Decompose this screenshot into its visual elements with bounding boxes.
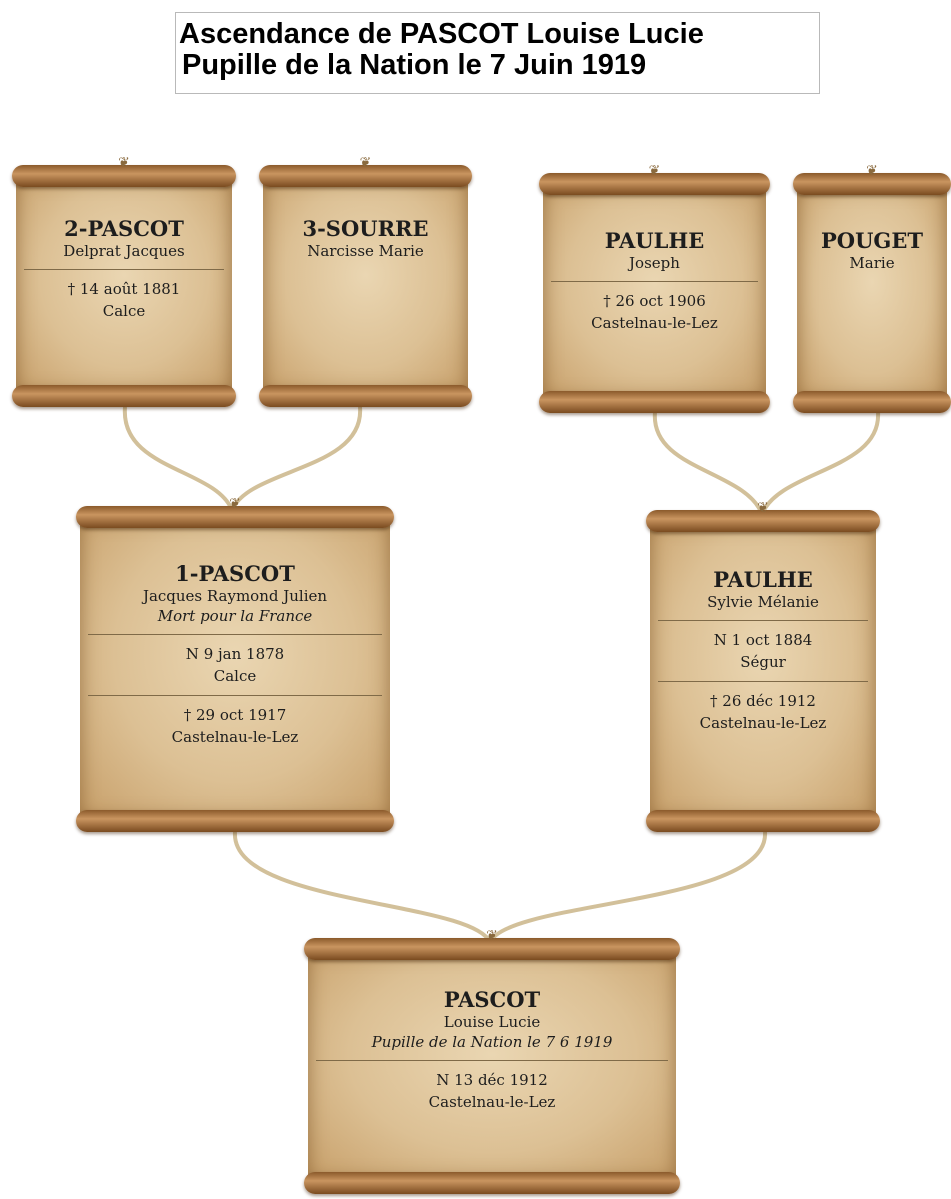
person-card-pascot-jacques: ❦ 1-PASCOT Jacques Raymond Julien Mort p… (80, 506, 390, 832)
person-card-sourre: ❦ 3-SOURRE Narcisse Marie (263, 165, 468, 407)
ornament-icon: ❦ (648, 164, 662, 178)
divider (316, 1060, 668, 1061)
death-date: † 29 oct 1917 (80, 704, 390, 726)
death-date: † 26 déc 1912 (650, 690, 876, 712)
death-place: Calce (16, 300, 232, 322)
ornament-icon: ❦ (117, 156, 131, 170)
ornament-icon: ❦ (228, 497, 242, 511)
connector-p3-to-p1 (232, 407, 360, 510)
birth-place: Ségur (650, 651, 876, 673)
death-date: † 14 août 1881 (16, 278, 232, 300)
surname: PAULHE (650, 568, 876, 592)
birth-date: N 1 oct 1884 (650, 629, 876, 651)
person-card-root-pascot-louise: ❦ PASCOT Louise Lucie Pupille de la Nati… (308, 938, 676, 1194)
surname: 2-PASCOT (16, 217, 232, 241)
ornament-icon: ❦ (359, 156, 373, 170)
surname: PAULHE (543, 229, 766, 253)
pupille-note: Pupille de la Nation le 7 6 1919 (308, 1032, 676, 1052)
given-names: Louise Lucie (308, 1012, 676, 1032)
connector-p2-to-p1 (125, 407, 232, 510)
connector-pouget-to-sylvie (762, 412, 878, 514)
connector-p1-to-root (235, 832, 490, 942)
given-names: Joseph (543, 253, 766, 273)
surname: 3-SOURRE (263, 217, 468, 241)
mort-pour-la-france-note: Mort pour la France (80, 606, 390, 626)
surname: PASCOT (308, 988, 676, 1012)
birth-date: N 13 déc 1912 (308, 1069, 676, 1091)
given-names: Marie (797, 253, 947, 273)
divider (88, 634, 382, 635)
death-place: Castelnau-le-Lez (543, 312, 766, 334)
ornament-icon: ❦ (865, 164, 879, 178)
person-card-paulhe-joseph: ❦ PAULHE Joseph † 26 oct 1906 Castelnau-… (543, 173, 766, 413)
person-card-paulhe-sylvie: ❦ PAULHE Sylvie Mélanie N 1 oct 1884 Ség… (650, 510, 876, 832)
connector-joseph-to-sylvie (655, 412, 762, 514)
divider (658, 681, 868, 682)
birth-date: N 9 jan 1878 (80, 643, 390, 665)
given-names: Sylvie Mélanie (650, 592, 876, 612)
connector-sylvie-to-root (490, 832, 765, 942)
given-names: Delprat Jacques (16, 241, 232, 261)
birth-place: Calce (80, 665, 390, 687)
person-card-pouget: ❦ POUGET Marie (797, 173, 947, 413)
ornament-icon: ❦ (756, 501, 770, 515)
divider (88, 695, 382, 696)
given-names: Jacques Raymond Julien (80, 586, 390, 606)
birth-place: Castelnau-le-Lez (308, 1091, 676, 1113)
given-names: Narcisse Marie (263, 241, 468, 261)
death-date: † 26 oct 1906 (543, 290, 766, 312)
divider (24, 269, 224, 270)
divider (658, 620, 868, 621)
divider (551, 281, 758, 282)
surname: POUGET (797, 229, 947, 253)
ornament-icon: ❦ (485, 929, 499, 943)
person-card-pascot-delprat: ❦ 2-PASCOT Delprat Jacques † 14 août 188… (16, 165, 232, 407)
death-place: Castelnau-le-Lez (650, 712, 876, 734)
surname: 1-PASCOT (80, 562, 390, 586)
death-place: Castelnau-le-Lez (80, 726, 390, 748)
